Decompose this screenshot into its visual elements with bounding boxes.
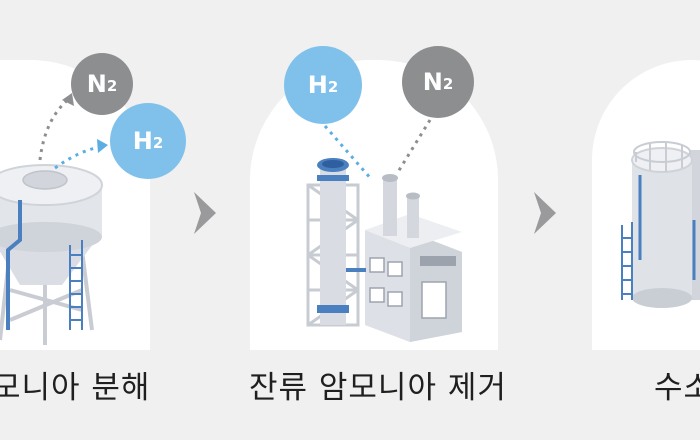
hydrogen-symbol: H [132,127,153,155]
nitrogen-symbol: N [86,70,107,98]
hydrogen-storage-tank-icon [621,141,700,308]
nitrogen-symbol: N [422,68,443,96]
nitrogen-subscript: 2 [106,77,118,95]
step-label-decomposition: 모니아 분해 [0,370,151,406]
chevron-right-icon [534,192,556,234]
ammonia-removal-plant-icon [306,119,462,342]
hydrogen-symbol: H [307,71,328,99]
hydrogen-subscript: 2 [152,134,164,152]
step-label-ammonia-removal: 잔류 암모니아 제거 [249,370,507,406]
step-label-hydrogen: 수소 [654,370,700,406]
hydrogen-subscript: 2 [327,78,339,96]
chevron-right-icon [194,192,216,234]
decomposition-tank-icon [0,93,108,345]
nitrogen-subscript: 2 [442,75,454,93]
